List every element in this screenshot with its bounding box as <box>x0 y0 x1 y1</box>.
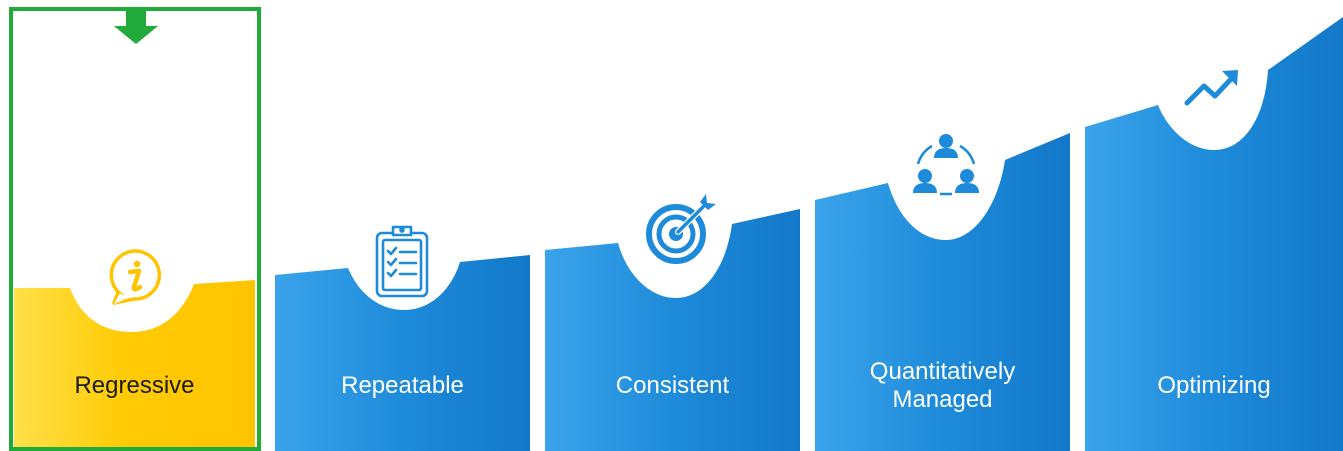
team-network-icon <box>913 134 979 196</box>
clipboard-checklist-icon <box>375 225 429 298</box>
down-arrow-icon <box>114 9 158 44</box>
stage-label-text: Optimizing <box>1157 372 1271 399</box>
stage-label-regressive: Regressive <box>14 360 255 412</box>
stage-label-consistent: Consistent <box>545 360 800 412</box>
stage-quantitatively-managed-block <box>815 133 1070 451</box>
stage-consistent-block <box>545 209 800 451</box>
stage-consistent[interactable] <box>545 209 800 451</box>
stage-label-text: Quantitatively Managed <box>869 358 1016 413</box>
stage-optimizing-block <box>1085 17 1343 451</box>
stage-quantitatively-managed[interactable] <box>815 133 1070 451</box>
stage-label-repeatable: Repeatable <box>275 360 530 412</box>
stage-label-quantitatively-managed: Quantitatively Managed <box>815 350 1070 422</box>
stage-label-text: Consistent <box>615 372 730 399</box>
stage-label-text: Repeatable <box>341 372 464 399</box>
trending-up-icon <box>1184 70 1238 106</box>
target-arrow-icon <box>646 194 716 264</box>
stage-repeatable-block <box>275 255 530 451</box>
info-speech-icon <box>109 249 162 305</box>
stage-optimizing[interactable] <box>1085 17 1343 451</box>
stage-label-text: Regressive <box>74 372 195 399</box>
stage-label-optimizing: Optimizing <box>1085 360 1343 412</box>
stage-repeatable[interactable] <box>275 255 530 451</box>
stage-regressive-block <box>14 280 255 447</box>
stage-regressive[interactable] <box>14 280 255 447</box>
